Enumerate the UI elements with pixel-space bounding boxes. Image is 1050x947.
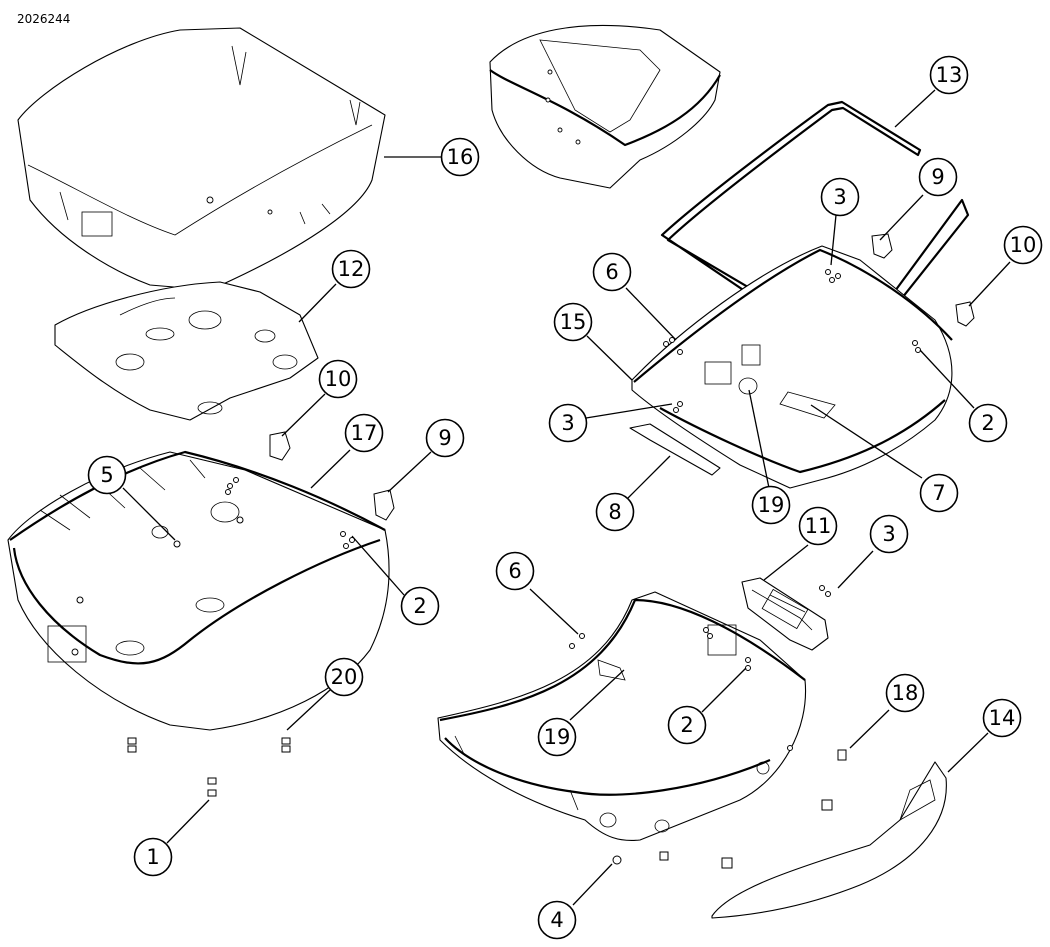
callouts: 1 2 2 2 3 3 3 4 5 6 6 7 8 9 9 10 10 11 1…	[87, 55, 1043, 940]
svg-text:2: 2	[981, 411, 994, 435]
callout-20: 20	[324, 657, 364, 697]
case-part-7	[631, 245, 953, 489]
svg-text:13: 13	[936, 63, 963, 87]
callout-3: 3	[820, 177, 860, 217]
callout-2: 2	[400, 586, 440, 626]
svg-text:1: 1	[146, 845, 159, 869]
hardware-pieces	[76, 233, 975, 869]
svg-text:4: 4	[550, 908, 563, 932]
callout-11: 11	[798, 506, 838, 546]
callout-13: 13	[929, 55, 969, 95]
callout-4: 4	[537, 900, 577, 940]
svg-text:6: 6	[508, 559, 521, 583]
callout-6: 6	[592, 252, 632, 292]
callout-15: 15	[553, 302, 593, 342]
top-case-lid	[489, 24, 721, 189]
svg-text:7: 7	[932, 481, 945, 505]
svg-text:10: 10	[325, 367, 352, 391]
callout-19: 19	[537, 717, 577, 757]
callout-16: 16	[440, 137, 480, 177]
callout-19: 19	[751, 485, 791, 525]
svg-text:2: 2	[680, 713, 693, 737]
callout-12: 12	[331, 249, 371, 289]
svg-text:17: 17	[351, 421, 378, 445]
callout-14: 14	[982, 698, 1022, 738]
svg-text:8: 8	[608, 500, 621, 524]
callout-6: 6	[495, 551, 535, 591]
svg-text:9: 9	[438, 426, 451, 450]
document-id: 2026244	[17, 12, 71, 26]
svg-text:3: 3	[882, 522, 895, 546]
callout-10: 10	[1003, 225, 1043, 265]
svg-text:18: 18	[892, 681, 919, 705]
mat-part-12	[54, 281, 319, 421]
callout-3: 3	[869, 514, 909, 554]
callout-7: 7	[919, 473, 959, 513]
callout-1: 1	[133, 837, 173, 877]
svg-text:11: 11	[805, 514, 832, 538]
svg-text:2: 2	[413, 594, 426, 618]
callout-9: 9	[918, 157, 958, 197]
liner-part-16	[17, 27, 386, 291]
trim-part-14	[711, 761, 947, 919]
leader-lines	[122, 89, 1011, 906]
svg-text:3: 3	[833, 185, 846, 209]
light-part-11	[741, 577, 829, 651]
seal-part-13	[660, 100, 970, 334]
lower-case-right	[437, 591, 807, 842]
svg-text:3: 3	[561, 411, 574, 435]
callout-5: 5	[87, 455, 127, 495]
callout-3: 3	[548, 403, 588, 443]
callout-18: 18	[885, 673, 925, 713]
callout-9: 9	[425, 418, 465, 458]
svg-text:6: 6	[605, 260, 618, 284]
strip-part-8	[629, 423, 721, 476]
callout-8: 8	[595, 492, 635, 532]
svg-text:14: 14	[989, 706, 1016, 730]
callout-2: 2	[667, 705, 707, 745]
callout-17: 17	[344, 413, 384, 453]
svg-text:5: 5	[100, 463, 113, 487]
svg-text:19: 19	[758, 493, 785, 517]
svg-text:10: 10	[1010, 233, 1037, 257]
svg-text:12: 12	[338, 257, 365, 281]
svg-text:19: 19	[544, 725, 571, 749]
callout-10: 10	[318, 359, 358, 399]
svg-text:20: 20	[331, 665, 358, 689]
callout-2: 2	[968, 403, 1008, 443]
svg-text:16: 16	[447, 145, 474, 169]
svg-text:15: 15	[560, 310, 587, 334]
svg-text:9: 9	[931, 165, 944, 189]
